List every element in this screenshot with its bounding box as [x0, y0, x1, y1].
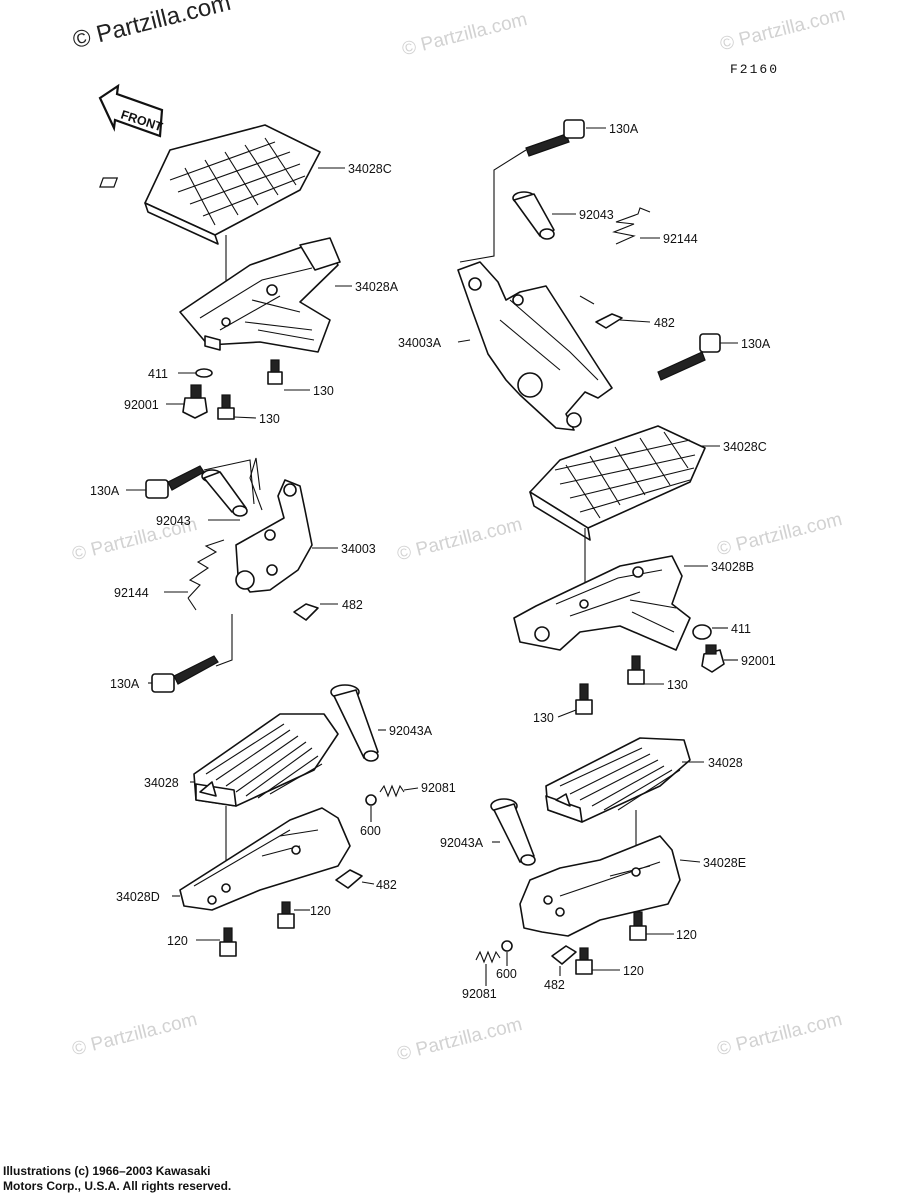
bolt-130-right-a	[627, 655, 645, 685]
callout-92081-right: 92081	[462, 987, 497, 1001]
bolt-120-right-a	[629, 911, 647, 941]
spring-92144-left	[187, 539, 225, 611]
bolt-120-left-a	[277, 901, 295, 929]
callout-labels: 34028C 34028A 411 92001 130 130 130A 920…	[90, 122, 776, 1001]
clip-482-left	[293, 603, 319, 621]
callout-130-left-a: 130	[313, 384, 334, 398]
callout-482-left: 482	[342, 598, 363, 612]
ball-600-right	[501, 940, 513, 952]
callout-411-left: 411	[148, 367, 168, 381]
callout-130a-left1: 130A	[90, 484, 120, 498]
callout-120-right-b: 120	[623, 964, 644, 978]
callout-130a-left2: 130A	[110, 677, 140, 691]
callout-92043a-right: 92043A	[440, 836, 484, 850]
callout-92043-left: 92043	[156, 514, 191, 528]
pin-92043a-right	[490, 798, 536, 866]
footpeg-bracket-34028e	[519, 835, 681, 937]
callout-120-left-a: 120	[310, 904, 331, 918]
callout-34028d: 34028D	[116, 890, 160, 904]
callout-411-right: 411	[731, 622, 751, 636]
credit-line-1: Illustrations (c) 1966–2003 Kawasaki	[3, 1164, 211, 1178]
front-arrow-icon: FRONT	[98, 83, 165, 138]
spring-92081-left	[379, 784, 405, 798]
callout-34028b: 34028B	[711, 560, 754, 574]
washer-411-right	[692, 624, 712, 640]
callout-482-right: 482	[654, 316, 675, 330]
bolt-130a-right2	[657, 333, 721, 381]
figure-code: F2160	[730, 62, 780, 77]
callout-130-left-b: 130	[259, 412, 280, 426]
washer-411-left	[195, 368, 213, 378]
footpeg-bracket-34028a	[179, 237, 341, 353]
callout-92001-left: 92001	[124, 398, 159, 412]
callout-34028c-right: 34028C	[723, 440, 767, 454]
credit-line-2: Motors Corp., U.S.A. All rights reserved…	[3, 1179, 232, 1193]
pin-92043-right	[512, 191, 555, 240]
callout-34003a: 34003A	[398, 336, 442, 350]
callout-34028c-top: 34028C	[348, 162, 392, 176]
bolt-120-left-b	[219, 927, 237, 957]
holder-34003	[235, 457, 313, 593]
callout-92001-right: 92001	[741, 654, 776, 668]
bolt-130a-right1	[525, 119, 585, 157]
callout-34003: 34003	[341, 542, 376, 556]
callout-92144-left: 92144	[114, 586, 149, 600]
clip-482-right	[595, 313, 623, 329]
holder-34003a	[457, 261, 613, 431]
callout-120-right-a: 120	[676, 928, 697, 942]
spring-92144-right	[612, 207, 651, 245]
spring-92081-right	[475, 950, 501, 964]
bolt-120-right-b	[575, 947, 593, 975]
pin-92043-left	[201, 469, 248, 517]
callout-130-right-b: 130	[533, 711, 554, 725]
bolt-130a-left2	[151, 655, 219, 693]
callout-600-left: 600	[360, 824, 381, 838]
clip-482-lower-right	[551, 945, 577, 965]
leader-lines	[126, 127, 738, 986]
bolt-130-left-a	[267, 359, 283, 385]
callout-34028-left: 34028	[144, 776, 179, 790]
callout-130-right-a: 130	[667, 678, 688, 692]
footpeg-34028-right	[545, 737, 691, 823]
callout-92043-right: 92043	[579, 208, 614, 222]
callout-34028-right: 34028	[708, 756, 743, 770]
callout-130a-right1: 130A	[609, 122, 639, 136]
pin-92043a-left	[330, 684, 379, 762]
clip-482-lower-left	[335, 869, 363, 889]
callout-120-left-b: 120	[167, 934, 188, 948]
footpeg-bracket-34028b	[513, 555, 691, 651]
bolt-130-left-b	[217, 394, 235, 420]
callout-482-lower-left: 482	[376, 878, 397, 892]
bolt-130a-left1	[145, 465, 205, 499]
callout-34028e: 34028E	[703, 856, 746, 870]
bolt-130-right-b	[575, 683, 593, 715]
nut-92001-right	[701, 644, 725, 673]
nut-92001-left	[182, 384, 208, 419]
callout-34028a: 34028A	[355, 280, 399, 294]
callout-130a-right2: 130A	[741, 337, 771, 351]
callout-92081-left: 92081	[421, 781, 456, 795]
footpeg-rubber-34028c-right	[529, 425, 706, 541]
callout-92144-right: 92144	[663, 232, 698, 246]
footpeg-rubber-34028c-top	[99, 124, 321, 245]
callout-92043a-left: 92043A	[389, 724, 433, 738]
ball-600-left	[365, 794, 377, 806]
callout-482-lower-right: 482	[544, 978, 565, 992]
footpeg-34028	[193, 713, 339, 807]
footpeg-bracket-34028d	[179, 807, 351, 911]
copyright-credit: Illustrations (c) 1966–2003 Kawasaki Mot…	[3, 1164, 231, 1194]
callout-600-right: 600	[496, 967, 517, 981]
